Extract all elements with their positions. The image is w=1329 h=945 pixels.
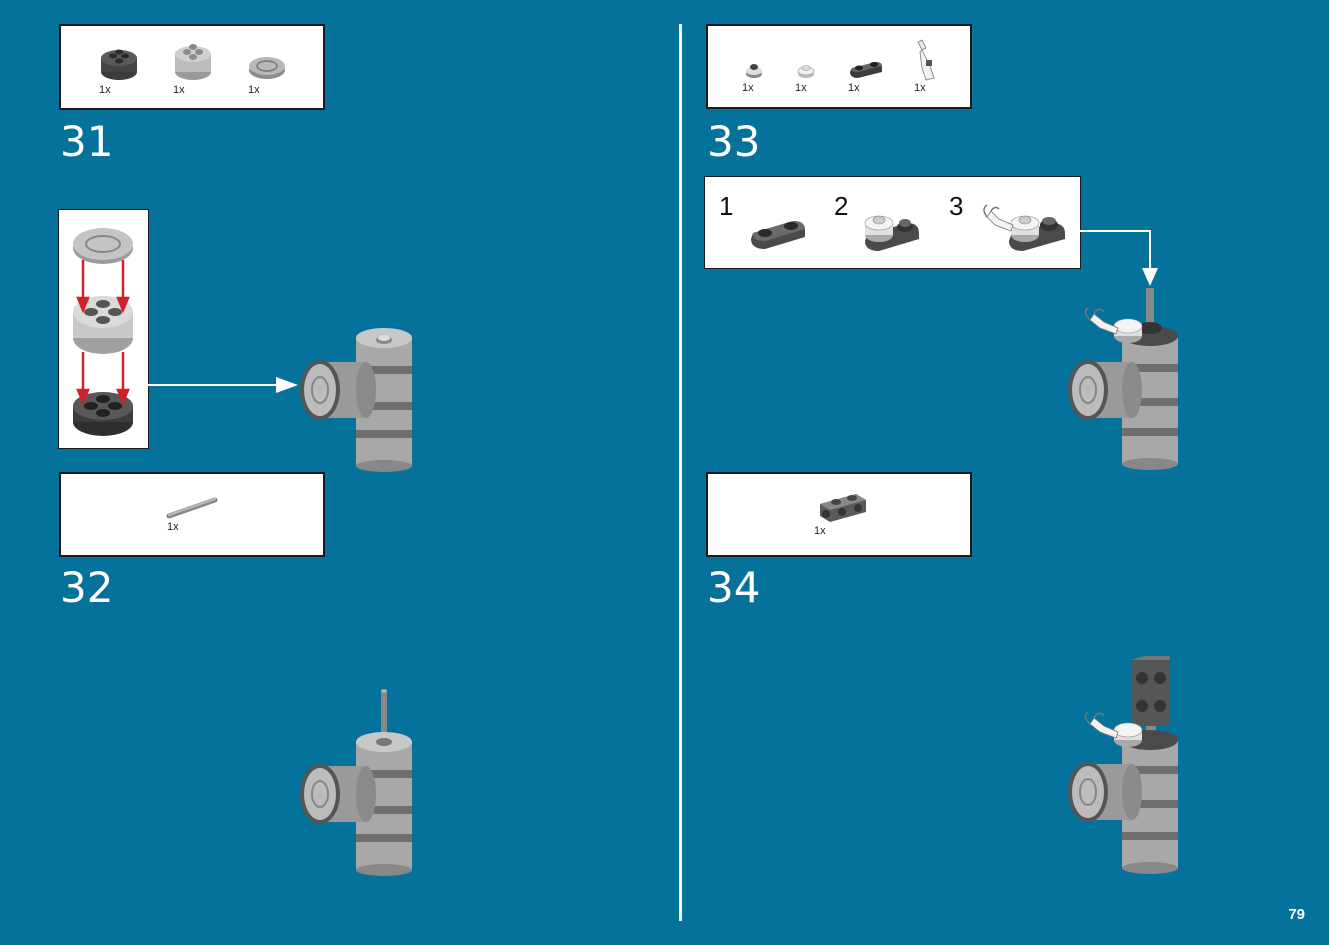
step-34-parts-box: 1x — [706, 472, 972, 557]
light-round-brick-icon — [175, 44, 211, 80]
substep-number: 2 — [834, 191, 849, 221]
step-34-model — [1068, 656, 1178, 874]
part-qty: 1x — [248, 84, 260, 96]
part-qty: 1x — [848, 82, 860, 94]
part-qty: 1x — [167, 521, 179, 533]
page-divider — [679, 24, 682, 921]
step-number: 32 — [60, 563, 114, 612]
substep-number: 3 — [949, 191, 964, 221]
printed-round-tile-icon — [249, 57, 285, 79]
step-33-parts-box: 1x 1x 1x 1x — [706, 24, 972, 109]
step-number: 31 — [60, 117, 114, 166]
subassembly-callout — [58, 209, 149, 449]
substep-3-illustration — [983, 204, 1065, 251]
substep-2-illustration — [864, 215, 919, 251]
part-qty: 1x — [99, 84, 111, 96]
substep-connector-arrow — [1080, 230, 1158, 286]
step-33-model — [1068, 288, 1178, 470]
substep-number: 1 — [719, 191, 734, 221]
white-arm-icon — [917, 39, 935, 81]
bar-icon — [166, 497, 218, 519]
part-qty: 1x — [173, 84, 185, 96]
part-qty: 1x — [814, 525, 826, 537]
connector-arrow — [148, 377, 298, 393]
substep-frame: 1 2 3 — [704, 176, 1081, 269]
step-32-parts-box: 1x — [59, 472, 325, 557]
step-number: 34 — [707, 563, 761, 612]
part-qty: 1x — [742, 82, 754, 94]
step-number: 33 — [707, 117, 761, 166]
step-31-parts-box: 1x 1x 1x — [59, 24, 325, 110]
step-32-model — [300, 689, 412, 876]
dark-round-brick-icon — [101, 49, 137, 80]
part-qty: 1x — [914, 82, 926, 94]
exploded-assembly-illustration — [73, 228, 133, 436]
small-round-plate-icon — [746, 64, 762, 78]
substep-1-illustration — [751, 221, 805, 249]
dark-2x1-plate-icon — [850, 62, 882, 78]
studs-on-sides-brick-icon — [820, 494, 866, 522]
white-round-plate-icon — [797, 65, 815, 78]
part-qty: 1x — [795, 82, 807, 94]
page-number: 79 — [1288, 906, 1305, 923]
step-31-model — [300, 328, 412, 472]
